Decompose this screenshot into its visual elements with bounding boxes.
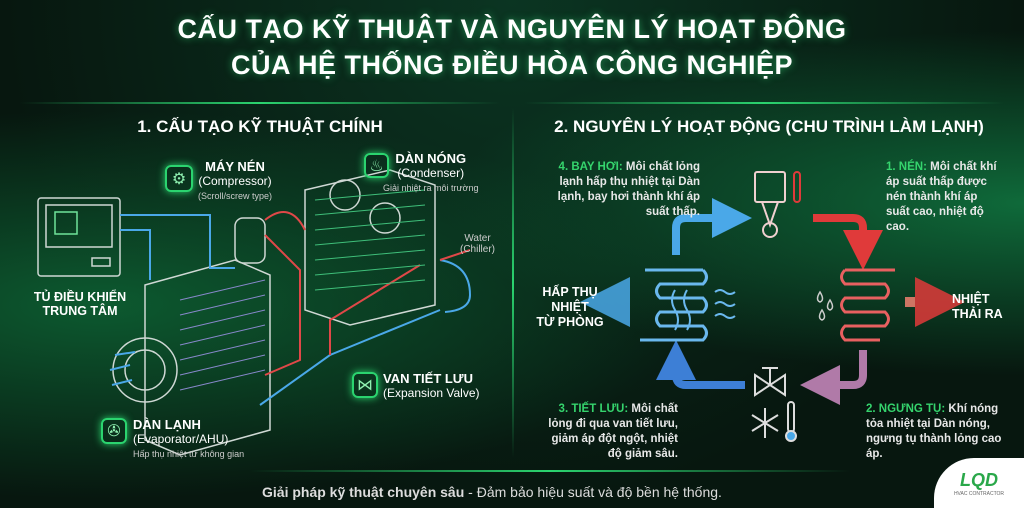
condenser-name: DÀN NÓNG (395, 151, 467, 166)
compressor-en: (Compressor) (198, 174, 272, 188)
footer-rest: - Đảm bảo hiệu suất và độ bền hệ thống. (464, 484, 722, 500)
divider (20, 102, 500, 104)
release-line-2: THẢI RA (952, 307, 1003, 321)
step-text: Môi chất lỏng lạnh hấp thụ nhiệt tại Dàn… (557, 161, 700, 218)
evaporator-label: DÀN LẠNH (Evaporator/AHU) Hấp thụ nhiệt … (133, 418, 244, 461)
heat-icon: ♨ (364, 153, 389, 178)
evaporator-unit (144, 259, 271, 456)
condenser-unit (304, 169, 436, 326)
step-evaporate: 4. BAY HƠI: Môi chất lỏng lạnh hấp thụ n… (540, 160, 700, 220)
air-waves-icon (714, 289, 736, 319)
control-panel (37, 197, 121, 277)
compressor-name: MÁY NÉN (205, 159, 265, 174)
title-line-1: CẤU TẠO KỸ THUẬT VÀ NGUYÊN LÝ HOẠT ĐỘNG (177, 14, 847, 44)
section-heading-structure: 1. CẤU TẠO KỸ THUẬT CHÍNH (137, 117, 383, 136)
condenser-note: Giải nhiệt ra môi trường (383, 183, 479, 193)
compressor-piston-icon (754, 171, 801, 238)
logo-sub: HVAC CONTRACTOR (953, 490, 1005, 497)
fan-icon: ✇ (101, 418, 127, 444)
controller-label: TỦ ĐIỀU KHIỂN TRUNG TÂM (25, 290, 135, 318)
step-text: Môi chất lỏng đi qua van tiết lưu, giảm … (548, 403, 678, 460)
footer-tagline: Giải pháp kỹ thuật chuyên sâu - Đảm bảo … (262, 484, 722, 500)
valve-icon: ⋈ (352, 372, 378, 398)
valve-en: (Expansion Valve) (383, 386, 480, 400)
condenser-label: DÀN NÓNG (Condenser) Giải nhiệt ra môi t… (383, 152, 478, 195)
compressor-unit (234, 217, 266, 264)
gear-icon: ⚙ (165, 165, 193, 192)
water-line-1: Water (464, 233, 491, 244)
compressor-label: MÁY NÉN (Compressor) (Scroll/screw type) (198, 160, 272, 203)
evaporator-name: DÀN LẠNH (133, 417, 201, 432)
step-expand: 3. TIẾT LƯU: Môi chất lỏng đi qua van ti… (546, 402, 678, 462)
arrow-evaporate-to-compress (672, 198, 752, 255)
divider (512, 108, 514, 458)
valve-name: VAN TIẾT LƯU (383, 371, 473, 386)
cold-coil-icon (640, 268, 708, 342)
release-heat-label: NHIỆT THẢI RA (952, 292, 1003, 322)
step-head: 1. NÉN: (886, 161, 927, 173)
step-text: Khí nóng tỏa nhiệt tại Dàn nóng, ngưng t… (866, 403, 1002, 460)
step-compress: 1. NÉN: Môi chất khí áp suất thấp được n… (886, 160, 1004, 235)
controller-line-2: TRUNG TÂM (42, 304, 118, 318)
arrow-compress-to-condense (813, 214, 883, 270)
step-text: Môi chất khí áp suất thấp được nén thành… (886, 161, 997, 233)
cold-thermometer-icon (785, 401, 797, 442)
footer-divider (250, 470, 850, 472)
step-head: 4. BAY HƠI: (558, 161, 623, 173)
hvac-system-illustration (37, 169, 472, 456)
release-line-1: NHIỆT (952, 292, 990, 306)
arrow-condense-to-expand (800, 350, 867, 405)
absorb-line-2: NHIỆT (551, 300, 589, 314)
arrow-expand-to-evaporate (656, 340, 745, 389)
title-line-2: CỦA HỆ THỐNG ĐIỀU HÒA CÔNG NGHIỆP (230, 50, 794, 80)
controller-line-1: TỦ ĐIỀU KHIỂN (33, 290, 127, 304)
absorb-line-1: HẤP THỤ (542, 285, 598, 299)
company-logo: LQD HVAC CONTRACTOR (934, 458, 1024, 508)
step-head: 2. NGƯNG TỤ: (866, 403, 946, 415)
section-heading-principle: 2. NGUYÊN LÝ HOẠT ĐỘNG (CHU TRÌNH LÀM LẠ… (554, 117, 984, 136)
divider (524, 102, 1004, 104)
water-chiller-label: Water (Chiller) (460, 233, 495, 255)
absorb-line-3: TỪ PHÒNG (536, 315, 604, 329)
evaporator-note: Hấp thụ nhiệt từ không gian (133, 449, 245, 459)
hot-coil-icon (840, 268, 895, 342)
compressor-note: (Scroll/screw type) (198, 191, 273, 201)
logo-mark: LQD (960, 469, 998, 490)
snowflake-icon (751, 408, 779, 438)
step-head: 3. TIẾT LƯU: (558, 403, 629, 415)
droplets-icon (816, 290, 834, 321)
evaporator-en: (Evaporator/AHU) (133, 432, 229, 446)
footer-bold: Giải pháp kỹ thuật chuyên sâu (262, 484, 465, 500)
condenser-en: (Condenser) (397, 166, 465, 180)
absorb-heat-label: HẤP THỤ NHIỆT TỪ PHÒNG (530, 285, 610, 330)
step-condense: 2. NGƯNG TỤ: Khí nóng tỏa nhiệt tại Dàn … (866, 402, 1006, 462)
refrigeration-cycle-diagram (580, 171, 965, 442)
water-line-2: (Chiller) (460, 244, 495, 255)
expansion-valve-icon (754, 367, 786, 397)
valve-label: VAN TIẾT LƯU (Expansion Valve) (383, 371, 480, 401)
